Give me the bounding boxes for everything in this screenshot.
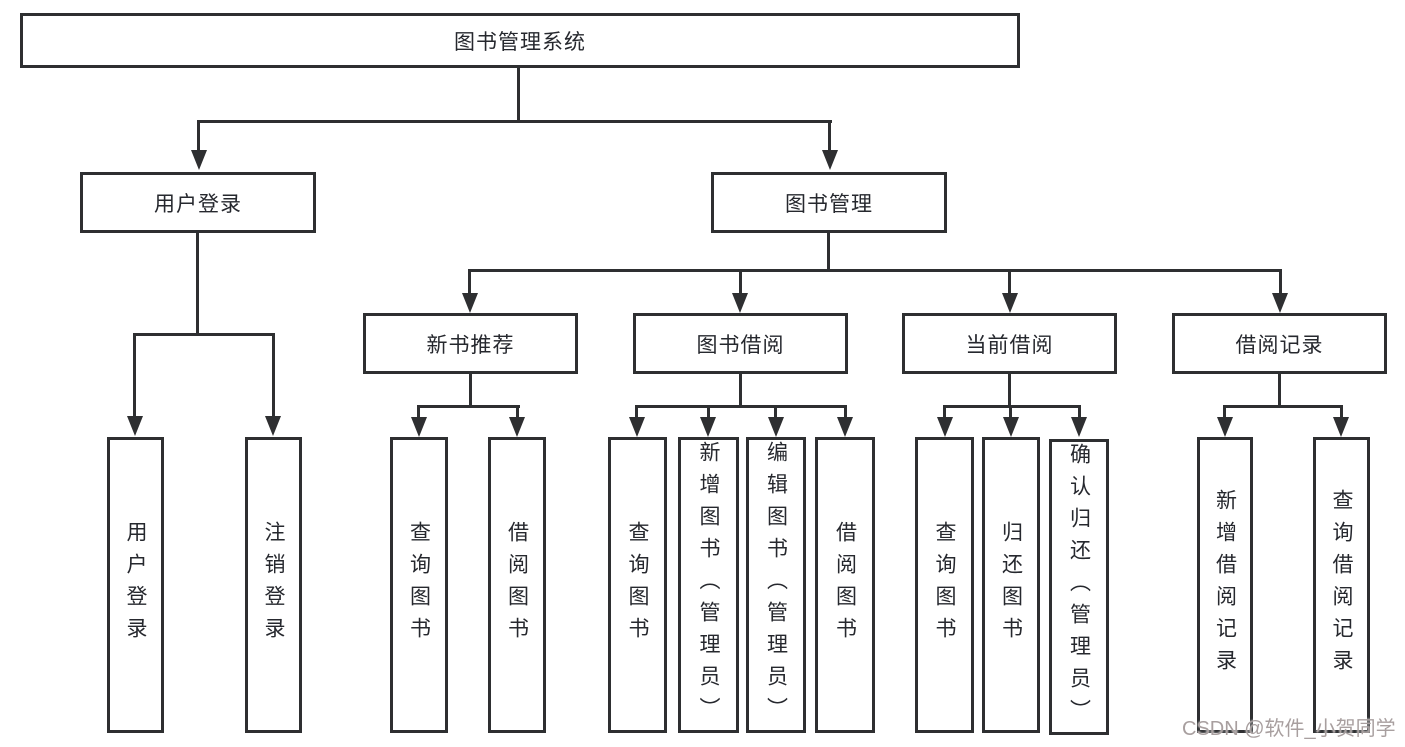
connector-nbr-crossbar [417,405,520,408]
leaf-logout-label: 注销登录 [262,521,285,649]
node-borrow-records-label: 借阅记录 [1235,333,1324,357]
leaf-bb-query-book: 查询图书 [608,437,667,733]
connector-bb-crossbar [635,405,847,408]
connector-root-stem [517,68,520,123]
connector-to-current-borrow [1008,270,1011,295]
connector-to-leaf-logout [272,334,275,417]
node-user-login-label: 用户登录 [154,192,242,216]
node-user-login: 用户登录 [80,172,316,233]
arrow-to-current-borrow-icon [1002,293,1018,313]
node-current-borrow-label: 当前借阅 [965,333,1054,357]
connector-to-book-borrow [739,270,742,295]
arrow-to-new-book-recommend-icon [462,293,478,313]
connector-to-br-query [1340,406,1343,418]
connector-book-management-stem [827,233,830,272]
connector-to-nbr-query [417,406,420,418]
connector-nbr-stem [469,372,472,408]
leaf-bb-borrow-book: 借阅图书 [815,437,875,733]
leaf-bb-add-book-admin-label: 新增图书（管理员） [697,441,720,729]
connector-root-to-user-login [197,121,200,151]
connector-cb-stem [1008,372,1011,408]
arrow-to-user-login-icon [191,150,207,170]
connector-to-leaf-user-login [133,334,136,417]
connector-to-bb-borrow [844,406,847,418]
leaf-nbr-borrow-book-label: 借阅图书 [505,521,529,649]
arrow-to-book-borrow-icon [732,293,748,313]
leaf-user-login: 用户登录 [107,437,164,733]
node-book-management-label: 图书管理 [785,192,873,216]
connector-book-management-crossbar [468,269,1282,272]
connector-to-br-add [1223,406,1226,418]
connector-to-cb-confirm [1078,406,1081,418]
leaf-cb-confirm-return-admin: 确认归还（管理员） [1049,439,1109,735]
connector-user-login-stem [196,233,199,336]
node-book-borrow: 图书借阅 [633,313,848,374]
arrow-to-book-management-icon [822,150,838,170]
arrow-to-br-query-icon [1333,417,1349,437]
arrow-to-cb-query-icon [937,417,953,437]
node-new-book-recommend: 新书推荐 [363,313,578,374]
arrow-to-leaf-user-login-icon [127,416,143,436]
connector-to-bb-query [635,406,638,418]
arrow-to-bb-add-icon [700,417,716,437]
leaf-cb-query-book-label: 查询图书 [933,521,956,649]
connector-to-cb-return [1009,406,1012,418]
connector-br-crossbar [1223,405,1343,408]
connector-to-bb-edit [774,406,777,418]
leaf-cb-return-book: 归还图书 [982,437,1040,733]
connector-cb-crossbar [943,405,1081,408]
leaf-nbr-query-book-label: 查询图书 [407,521,431,649]
leaf-bb-edit-book-admin: 编辑图书（管理员） [746,437,806,733]
connector-to-cb-query [943,406,946,418]
node-new-book-recommend-label: 新书推荐 [426,333,515,357]
connector-user-login-crossbar [133,333,275,336]
connector-to-new-book-recommend [468,270,471,295]
arrow-to-borrow-records-icon [1272,293,1288,313]
arrow-to-nbr-borrow-icon [509,417,525,437]
arrow-to-bb-edit-icon [768,417,784,437]
connector-to-nbr-borrow [516,406,519,418]
leaf-br-add-record-label: 新增借阅记录 [1213,489,1237,681]
connector-root-to-book-management [828,121,831,151]
connector-br-stem [1278,372,1281,408]
arrow-to-nbr-query-icon [411,417,427,437]
node-root-label: 图书管理系统 [454,30,586,54]
leaf-bb-add-book-admin: 新增图书（管理员） [678,437,739,733]
arrow-to-leaf-logout-icon [265,416,281,436]
arrow-to-bb-borrow-icon [837,417,853,437]
leaf-bb-edit-book-admin-label: 编辑图书（管理员） [764,441,788,729]
node-root: 图书管理系统 [20,13,1020,68]
leaf-cb-confirm-return-admin-label: 确认归还（管理员） [1067,443,1091,731]
leaf-br-add-record: 新增借阅记录 [1197,437,1253,733]
leaf-nbr-query-book: 查询图书 [390,437,448,733]
node-book-management: 图书管理 [711,172,947,233]
node-current-borrow: 当前借阅 [902,313,1117,374]
connector-to-bb-add [707,406,710,418]
csdn-watermark: CSDN @软件_小贺同学 [1182,718,1396,740]
leaf-nbr-borrow-book: 借阅图书 [488,437,546,733]
leaf-bb-borrow-book-label: 借阅图书 [833,521,857,649]
arrow-to-cb-confirm-icon [1071,417,1087,437]
leaf-cb-query-book: 查询图书 [915,437,974,733]
node-book-borrow-label: 图书借阅 [696,333,785,357]
leaf-logout: 注销登录 [245,437,302,733]
connector-to-borrow-records [1279,270,1282,295]
leaf-cb-return-book-label: 归还图书 [999,521,1023,649]
arrow-to-br-add-icon [1217,417,1233,437]
node-borrow-records: 借阅记录 [1172,313,1387,374]
leaf-bb-query-book-label: 查询图书 [626,521,649,649]
arrow-to-cb-return-icon [1003,417,1019,437]
leaf-br-query-record-label: 查询借阅记录 [1330,489,1353,681]
leaf-br-query-record: 查询借阅记录 [1313,437,1370,733]
connector-bb-stem [739,372,742,408]
leaf-user-login-label: 用户登录 [124,521,147,649]
connector-root-crossbar [197,120,832,123]
arrow-to-bb-query-icon [629,417,645,437]
